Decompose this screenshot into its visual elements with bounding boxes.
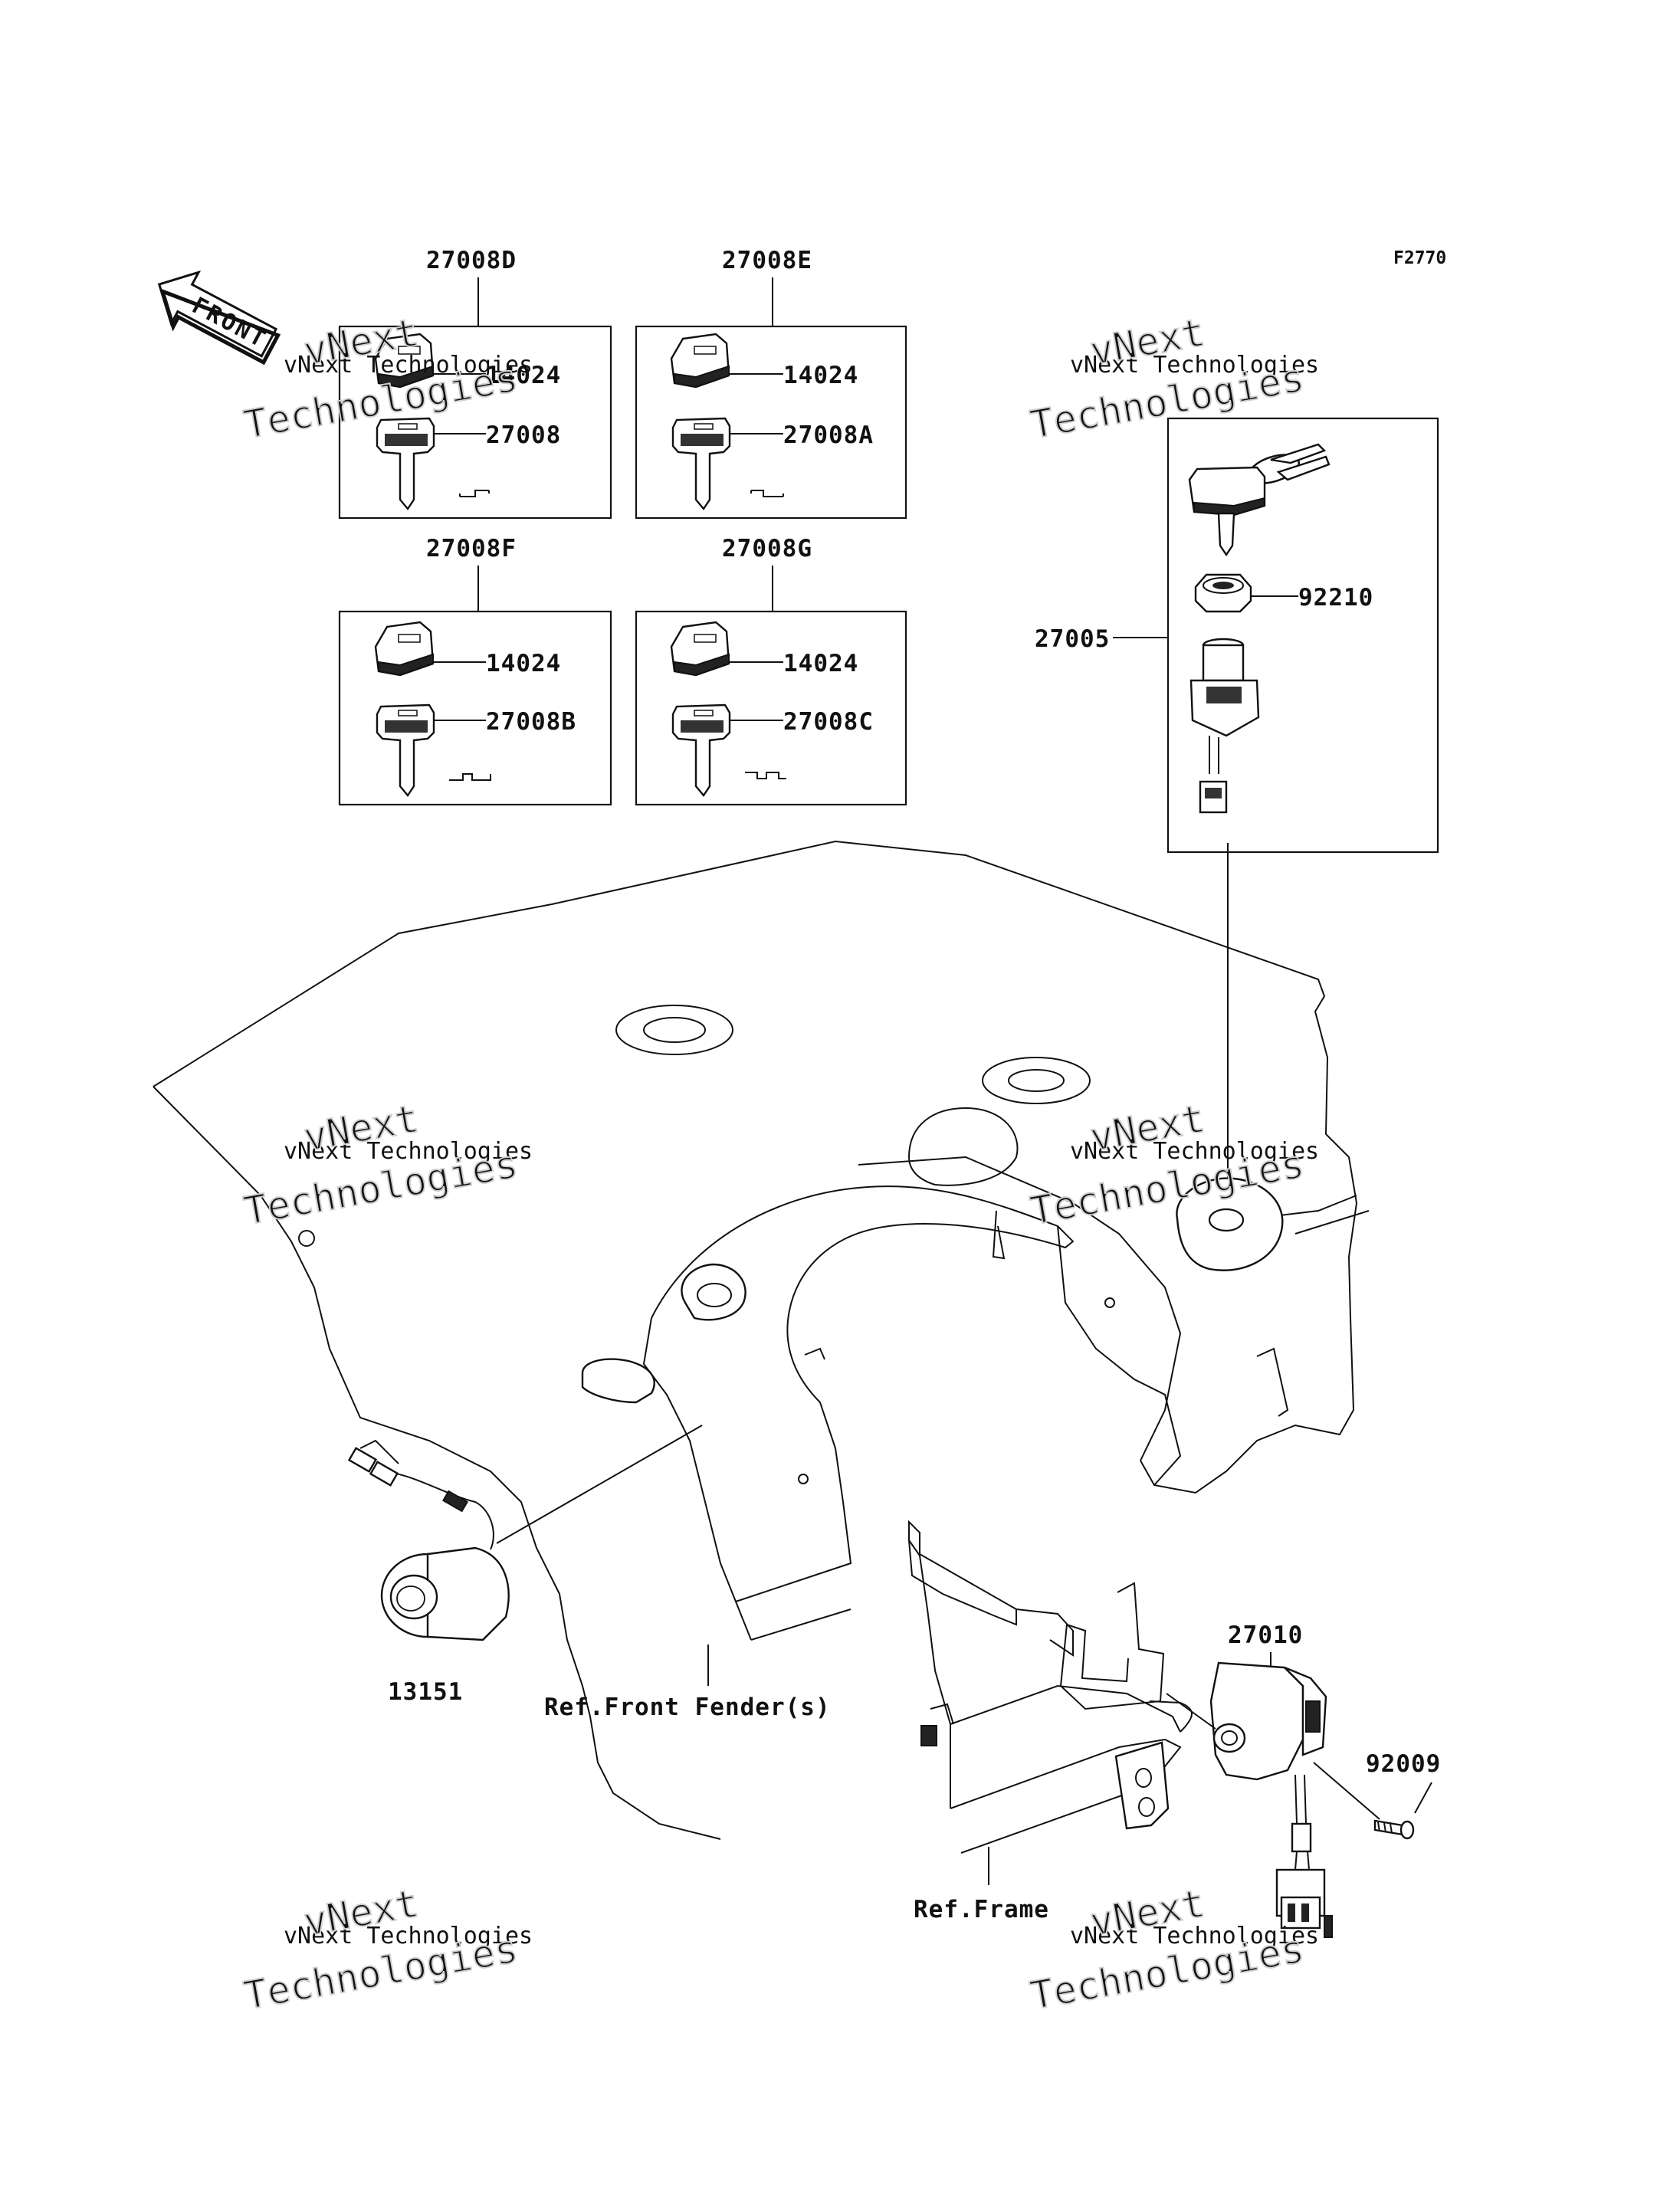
key-set-label: 27008F <box>426 535 517 562</box>
watermark-line1: vNext Technologies <box>1070 352 1319 379</box>
screw-part-number: 92009 <box>1366 1750 1441 1778</box>
key-set-27008d: 27008D 14024 27008 <box>338 247 612 520</box>
key-set-label: 27008D <box>426 247 517 274</box>
key-cut-profile-icon <box>745 772 786 779</box>
frame-bracket <box>908 1520 1193 1854</box>
key-blank-icon <box>376 703 435 798</box>
ignition-key-icon <box>1188 443 1331 557</box>
key-cap-part-number: 14024 <box>486 362 561 389</box>
nut-icon <box>1194 573 1252 613</box>
key-cap-part-number: 14024 <box>783 650 858 677</box>
key-blank-icon <box>376 417 435 511</box>
watermark: vNext Technologies vNext Technologies <box>1026 1881 1319 2019</box>
switch-unit-part-number: 27010 <box>1228 1622 1303 1649</box>
key-cap-icon <box>374 621 435 677</box>
figure-code: F2770 <box>1393 248 1446 268</box>
watermark: vNext Technologies vNext Technologies <box>240 1881 533 2019</box>
switch-unit-icon <box>1209 1661 1333 1938</box>
nut-part-number: 92210 <box>1298 584 1373 612</box>
screw-icon <box>1373 1819 1415 1840</box>
front-arrow-icon: FRONT <box>157 270 281 366</box>
key-blank-icon <box>671 703 731 798</box>
watermark: vNext Technologies vNext Technologies <box>240 1096 533 1235</box>
lock-cylinder-icon <box>347 1439 510 1641</box>
ref-front-fender-label: Ref.Front Fender(s) <box>544 1694 831 1721</box>
watermark-line1: vNext Technologies <box>1070 1923 1319 1949</box>
watermark-line1: vNext Technologies <box>284 1138 533 1165</box>
key-cut-profile-icon <box>459 490 490 497</box>
key-blank-part-number: 27008A <box>783 421 874 449</box>
key-set-27008f: 27008F 14024 27008B <box>338 535 612 806</box>
key-blank-part-number: 27008B <box>486 708 576 736</box>
watermark: vNext Technologies vNext Technologies <box>1026 310 1319 448</box>
key-cap-icon <box>670 621 730 677</box>
ref-frame-label: Ref.Frame <box>914 1896 1049 1923</box>
ignition-switch-body-icon <box>1189 638 1260 814</box>
key-set-label: 27008E <box>722 247 812 274</box>
key-blank-part-number: 27008 <box>486 421 561 449</box>
ignition-switch-assembly: 27005 92210 <box>1035 417 1439 854</box>
key-cut-profile-icon <box>750 490 784 497</box>
key-cap-icon <box>374 333 435 389</box>
key-cut-profile-icon <box>449 773 491 781</box>
front-fender-outline <box>153 840 1370 1840</box>
key-blank-icon <box>671 417 731 511</box>
key-cap-part-number: 14024 <box>783 362 858 389</box>
watermark-line1: vNext Technologies <box>284 1923 533 1949</box>
watermark-line1: vNext Technologies <box>284 352 533 379</box>
key-cap-part-number: 14024 <box>486 650 561 677</box>
key-set-27008e: 27008E 14024 27008A <box>635 247 907 520</box>
watermark-line1: vNext Technologies <box>1070 1138 1319 1165</box>
key-set-27008g: 27008G 14024 27008C <box>635 535 907 806</box>
key-cap-icon <box>670 333 730 389</box>
assembly-part-number: 27005 <box>1035 625 1110 653</box>
key-set-label: 27008G <box>722 535 812 562</box>
key-blank-part-number: 27008C <box>783 708 874 736</box>
lock-cylinder-part-number: 13151 <box>388 1678 463 1706</box>
